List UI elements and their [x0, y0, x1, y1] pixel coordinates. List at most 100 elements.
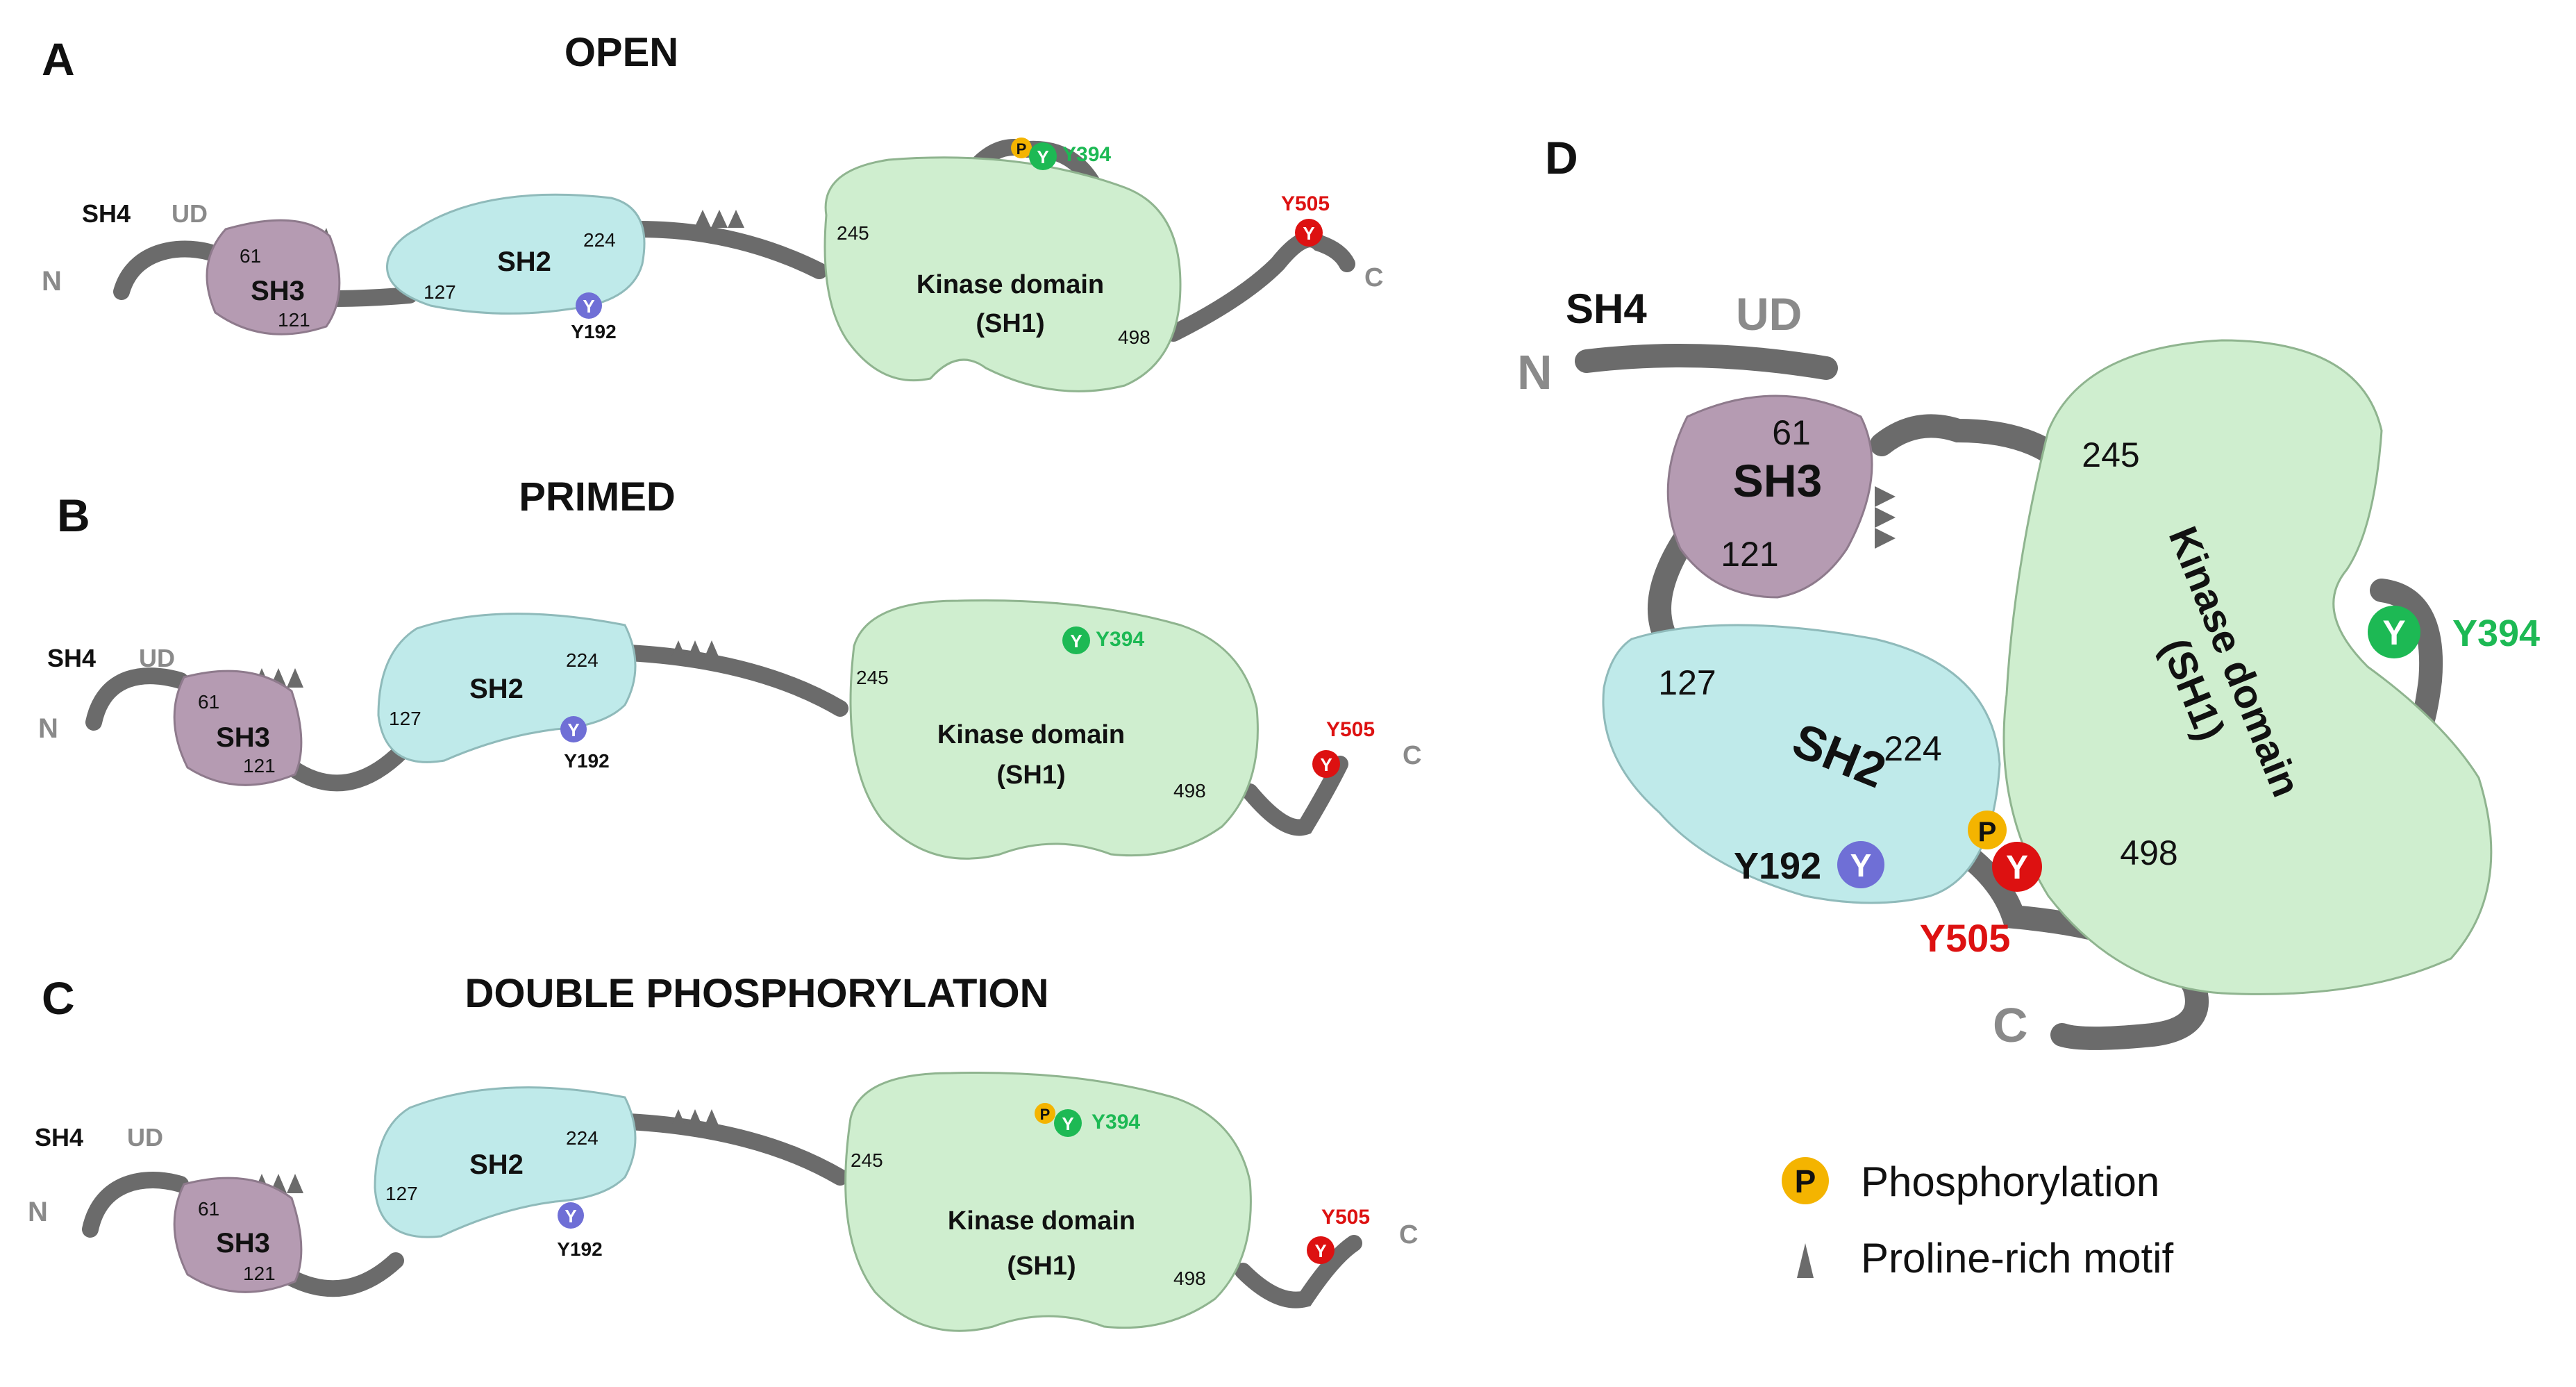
y505-site-b [1312, 750, 1340, 778]
sh2-domain-c [374, 1086, 637, 1238]
kinase-res498-c: 498 [1173, 1268, 1206, 1289]
y505-label-a: Y505 [1281, 192, 1330, 215]
sh3-domain-d [1666, 394, 1873, 599]
kinase-res245-a: 245 [837, 222, 869, 244]
c-terminus-d: C [1993, 998, 2028, 1052]
n-terminus-d: N [1517, 345, 1553, 399]
y192-label-a: Y192 [571, 321, 616, 342]
panel-a: A OPEN SH3 61 121 SH2 127 224 Kinase dom… [42, 30, 1383, 392]
sh2-res127-b: 127 [389, 708, 421, 729]
y394-site-a [1029, 142, 1057, 170]
sh4-label-b: SH4 [47, 644, 96, 672]
sh2-res127-c: 127 [385, 1183, 418, 1204]
kinase-res498-d: 498 [2120, 833, 2177, 872]
y394-glyph-c: Y [1062, 1113, 1073, 1134]
ud-label-d: UD [1736, 288, 1802, 340]
y192-site-c [558, 1202, 584, 1229]
linker-b [85, 626, 1348, 836]
y394-site-d [2368, 606, 2420, 658]
y192-glyph-a: Y [583, 296, 594, 317]
y192-glyph-c: Y [564, 1206, 576, 1227]
y394-label-b: Y394 [1096, 628, 1144, 651]
y394-label-a: Y394 [1062, 143, 1111, 166]
sh2-res224-c: 224 [566, 1127, 599, 1149]
legend-phospho-text: Phosphorylation [1861, 1158, 2159, 1205]
kinase-res498-b: 498 [1173, 780, 1206, 802]
linker-c [82, 1113, 1362, 1309]
phospho-y394-a [1011, 138, 1032, 158]
sh2-res127-a: 127 [424, 281, 456, 303]
y192-site-b [560, 716, 587, 742]
kinase-domain-a [823, 156, 1182, 392]
panel-c-title: DOUBLE PHOSPHORYLATION [465, 971, 1048, 1016]
proline-motif-c-2 [670, 1109, 720, 1129]
legend-phospho-glyph: P [1795, 1163, 1816, 1199]
sh3-res121-b: 121 [243, 755, 276, 776]
sh2-res224-d: 224 [1884, 729, 1941, 768]
panel-a-title: OPEN [564, 30, 678, 75]
phospho-glyph-a: P [1017, 140, 1027, 158]
y505-label-d: Y505 [1920, 916, 2011, 960]
y505-glyph-b: Y [1320, 754, 1332, 775]
y505-site-a [1295, 219, 1323, 247]
y505-glyph-a: Y [1303, 223, 1314, 244]
panel-c-letter: C [42, 972, 75, 1024]
y505-label-b: Y505 [1326, 718, 1375, 741]
sh2-label-b: SH2 [469, 674, 524, 704]
n-terminus-a: N [42, 266, 62, 297]
y505-glyph-c: Y [1314, 1240, 1326, 1261]
y192-label-c: Y192 [557, 1238, 602, 1260]
sh3-domain-b [173, 670, 303, 786]
c-terminus-c: C [1399, 1220, 1418, 1249]
legend: P Phosphorylation Proline-rich motif [1782, 1157, 2173, 1281]
y192-label-d: Y192 [1734, 845, 1821, 887]
kinase-label-b-2: (SH1) [996, 761, 1065, 790]
phospho-y394-c [1035, 1103, 1055, 1124]
c-terminus-a: C [1364, 263, 1383, 292]
y394-label-c: Y394 [1092, 1111, 1140, 1133]
y394-glyph-b: Y [1070, 631, 1082, 651]
y505-site-d [1992, 842, 2042, 892]
linker-d [1575, 344, 2443, 1050]
y192-site-a [576, 292, 602, 319]
sh3-res121-c: 121 [243, 1263, 276, 1284]
y394-glyph-a: Y [1037, 147, 1048, 167]
panel-a-letter: A [42, 33, 75, 85]
y192-site-d [1837, 841, 1884, 888]
y394-glyph-d: Y [2382, 613, 2405, 652]
kinase-domain-c [844, 1071, 1252, 1332]
y192-label-b: Y192 [564, 750, 609, 772]
y192-glyph-d: Y [1850, 847, 1872, 883]
sh3-res121-a: 121 [278, 309, 310, 331]
sh2-res224-b: 224 [566, 649, 599, 671]
sh4-label-a: SH4 [82, 199, 131, 228]
kinase-label-a-2: (SH1) [976, 309, 1044, 338]
kinase-label-c-2: (SH1) [1007, 1252, 1076, 1281]
ud-label-c: UD [127, 1123, 163, 1152]
sh4-label-d: SH4 [1566, 285, 1647, 332]
sh4-label-c: SH4 [35, 1123, 83, 1152]
sh3-label-b: SH3 [216, 722, 270, 753]
linker-a [113, 139, 1355, 342]
panel-b-letter: B [57, 490, 90, 541]
kinase-res245-b: 245 [856, 667, 889, 688]
kinase-domain-b [849, 599, 1259, 860]
n-terminus-c: N [28, 1197, 48, 1227]
y394-label-d: Y394 [2452, 613, 2540, 654]
sh2-label-c: SH2 [469, 1149, 524, 1180]
kinase-res245-d: 245 [2082, 435, 2139, 474]
sh3-res61-a: 61 [240, 245, 261, 267]
phospho-y505-d [1968, 811, 2007, 849]
panel-b-title: PRIMED [519, 474, 676, 520]
sh2-res127-d: 127 [1658, 663, 1716, 702]
phospho-glyph-c: P [1040, 1106, 1051, 1123]
panel-d-letter: D [1545, 132, 1578, 183]
sh3-res61-d: 61 [1772, 413, 1811, 452]
kinase-res498-a: 498 [1118, 326, 1151, 348]
y394-site-b [1062, 626, 1090, 654]
legend-proline-icon [1797, 1243, 1814, 1278]
kinase-domain-d [2002, 339, 2493, 995]
kinase-label-b-1: Kinase domain [937, 720, 1125, 749]
kinase-label-c-1: Kinase domain [948, 1206, 1135, 1236]
panel-b: B PRIMED SH3 61 121 SH2 127 224 Kinase d… [38, 474, 1421, 860]
